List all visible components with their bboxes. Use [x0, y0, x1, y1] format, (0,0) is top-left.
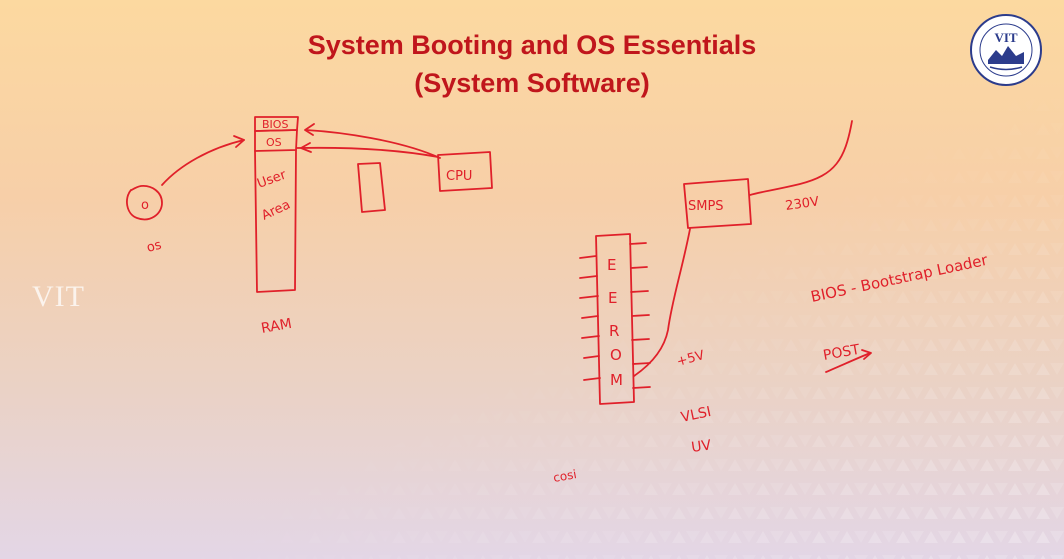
vit-watermark: VIT [32, 280, 85, 313]
voltage-in-label: 230V [784, 194, 820, 214]
voltage-out-label: +5V [675, 348, 706, 370]
vit-logo-icon: VIT [970, 14, 1042, 86]
slide-title: System Booting and OS Essentials [307, 30, 757, 60]
power-cable [749, 120, 853, 196]
os-disk-label: os [145, 238, 163, 256]
disk-symbol: o [141, 198, 149, 213]
note-uv: UV [690, 437, 712, 456]
cpu-drawing: CPU [437, 151, 493, 192]
post-note: POST [822, 342, 872, 373]
disk-drawing: o os [126, 185, 163, 256]
eerom-letter-o: O [610, 346, 622, 364]
ram-user-label: User [255, 167, 289, 191]
eerom-letter-e2: E [608, 289, 617, 307]
ram-cell-bios: BIOS [262, 118, 288, 131]
slide-subtitle: (System Software) [414, 68, 650, 98]
cpu-label: CPU [446, 169, 472, 184]
logo-text: VIT [994, 30, 1017, 45]
eerom-letter-e1: E [607, 256, 616, 274]
note-cosi: cosi [552, 467, 578, 485]
eerom-letter-m: M [610, 371, 623, 389]
smps-drawing: SMPS [683, 178, 752, 229]
smps-label: SMPS [688, 199, 724, 214]
small-memory-box [357, 162, 386, 213]
ram-cell-os: OS [266, 136, 282, 149]
note-vlsi: VLSI [680, 404, 713, 426]
arrow-cpu-to-os [305, 129, 441, 159]
arrow-os-to-cpu [296, 146, 439, 158]
ram-area-label: Area [259, 197, 292, 223]
eerom-chip-drawing: E E R O M [579, 233, 651, 405]
arrow-disk-to-ram [161, 139, 245, 186]
eerom-letter-r: R [609, 322, 619, 340]
bios-bootstrap-note: BIOS - Bootstrap Loader [809, 251, 990, 306]
ram-drawing: BIOS OS User Area RAM [254, 116, 299, 337]
post-label: POST [822, 342, 862, 364]
ram-label: RAM [260, 316, 293, 337]
